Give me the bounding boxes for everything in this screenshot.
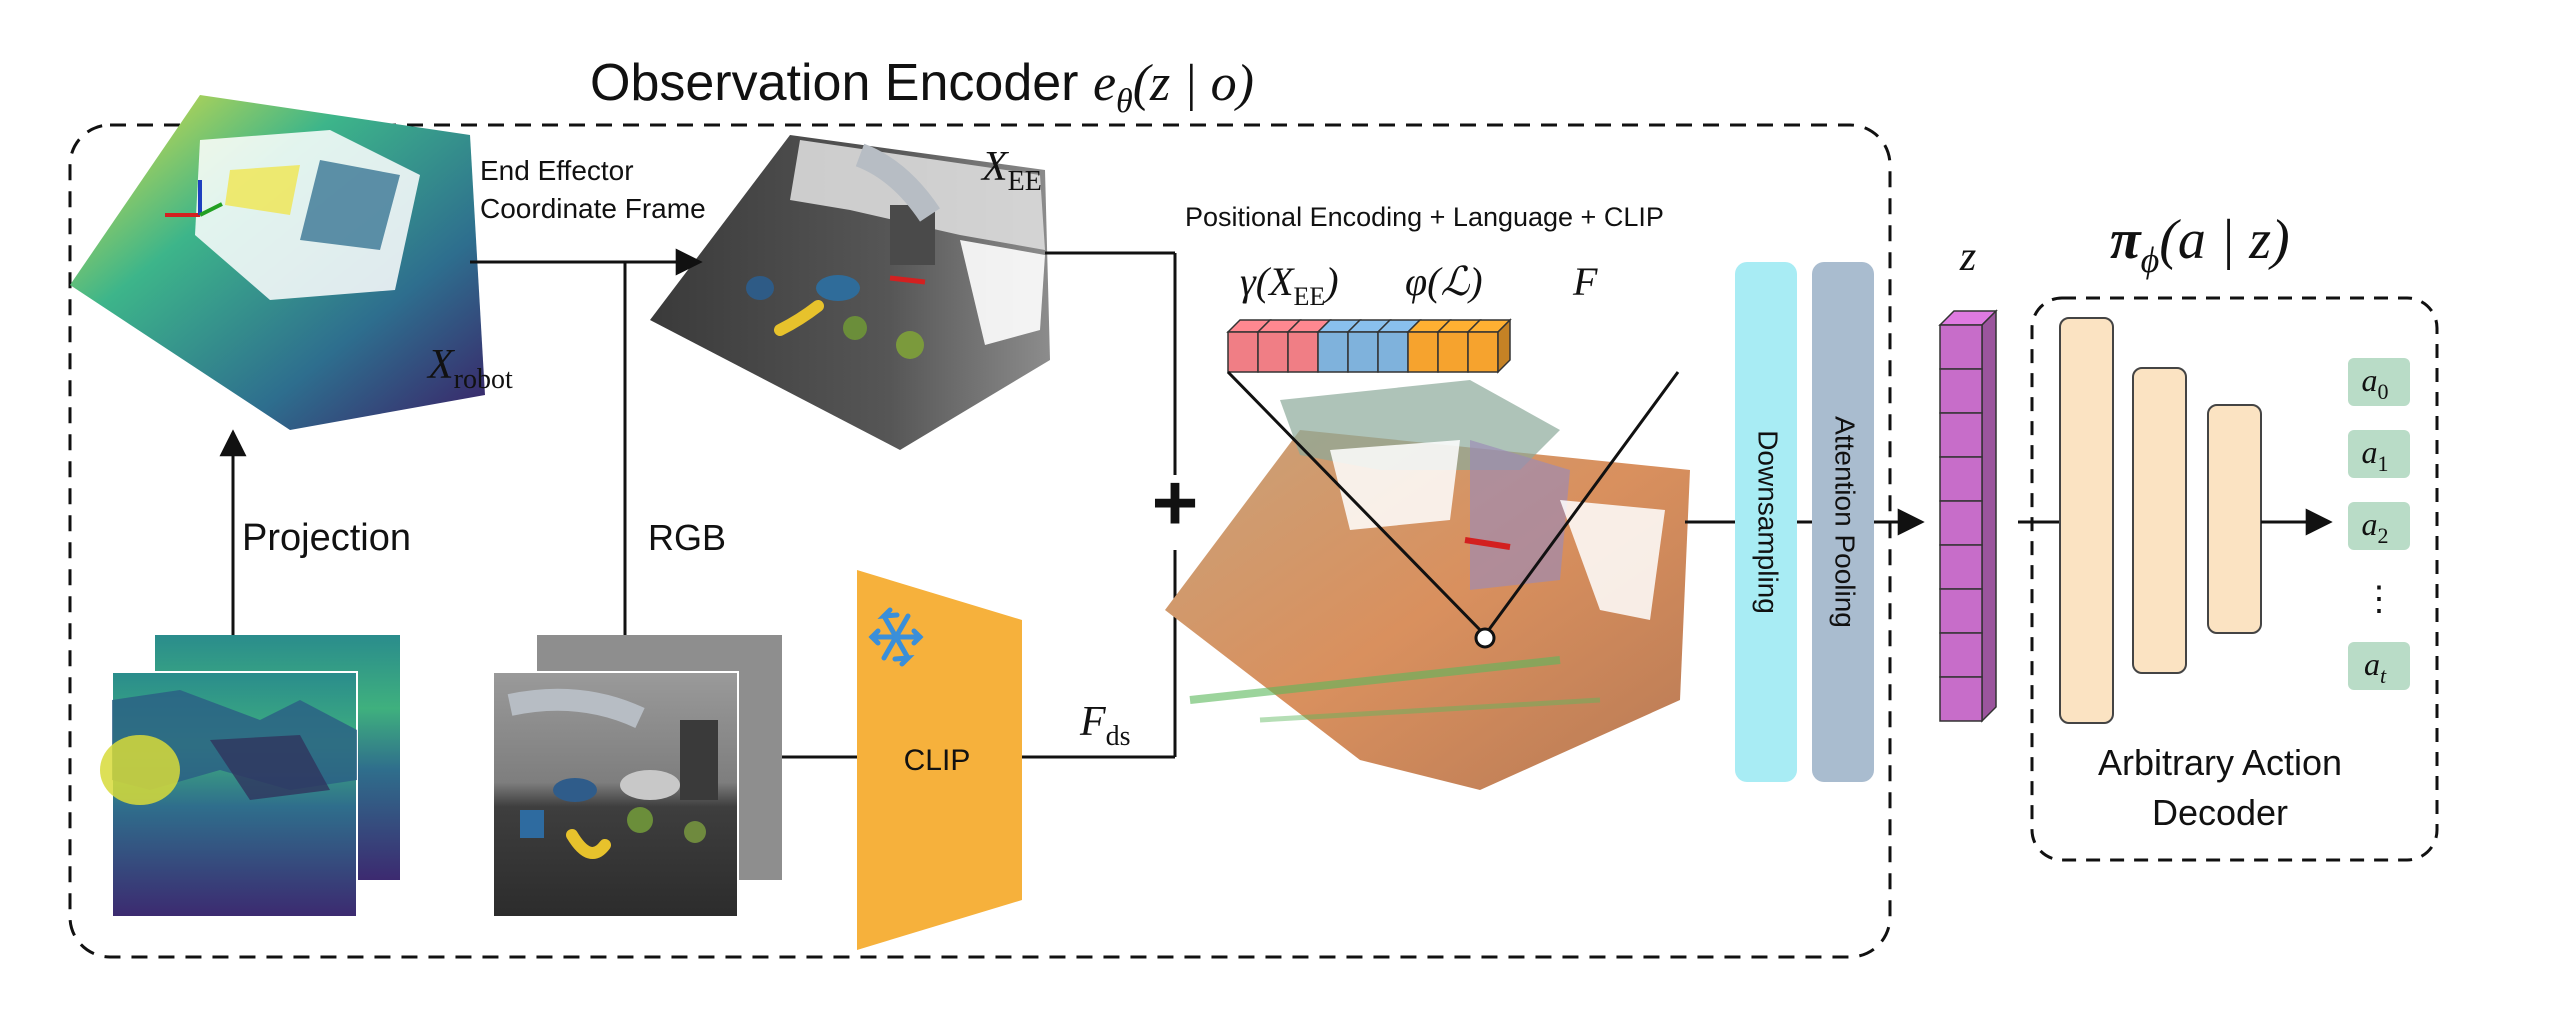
query-point [1474,627,1496,649]
feature-cell-pos-enc-1 [1227,331,1259,373]
z-vector-cell-1 [1939,324,1983,370]
z-label: z [1959,234,1976,280]
decoder-layer-3 [2207,404,2262,634]
ee-frame-label-line2: Coordinate Frame [480,193,706,224]
decoder-frame [2030,296,2439,862]
attention-pooling-label: Attention Pooling [1830,416,1861,628]
z-vector-cell-5 [1939,500,1983,546]
feature-cell-language-2 [1347,331,1379,373]
action-list: a0 a1 a2 ⋮ at [2348,358,2410,690]
feature-cell-pos-enc-3 [1287,331,1319,373]
phi-label: φ(ℒ) [1405,259,1483,304]
feature-cell-language-3 [1377,331,1409,373]
z-vector-cell-2 [1939,368,1983,414]
decoder-layer-2 [2132,367,2187,674]
robot-frame-point-cloud [70,95,485,430]
feature-cell-clip-feat-3 [1467,331,1499,373]
z-vector-cell-3 [1939,412,1983,458]
z-vector-cell-8 [1939,632,1983,678]
clip-label: CLIP [904,744,971,777]
action-label-t: at [2364,646,2387,688]
action-box-0 [2348,358,2410,406]
f-label: F [1572,259,1598,304]
decoder-layer-1 [2059,317,2114,724]
ee-frame-point-cloud [650,135,1050,450]
projection-label: Projection [242,517,411,559]
feature-vector-side [1497,318,1511,374]
f-ds-label: Fds [1079,699,1131,752]
downsampling-block [1735,262,1797,782]
action-label-1: a1 [2362,434,2389,476]
gamma-label: γ(XEE) [1240,259,1339,311]
depth-image-stack [100,635,400,918]
z-vector-cell-4 [1939,456,1983,502]
feature-vector [1226,318,1512,374]
plus-sign: + [1152,458,1199,547]
z-vector-side [1981,309,1997,723]
x-ee-label: XEE [980,144,1042,197]
policy-title: πϕ(a | z) [2110,209,2290,280]
z-vector-cell-6 [1939,544,1983,590]
action-ellipsis: ⋮ [2362,581,2396,618]
z-vector-cell-9 [1939,676,1983,722]
snowflake-icon [868,607,924,667]
clip-encoder: CLIP [857,570,1022,950]
downsampling-label: Downsampling [1753,430,1784,614]
action-box-1 [2348,430,2410,478]
action-box-t [2348,642,2410,690]
feature-cell-clip-feat-1 [1407,331,1439,373]
action-label-2: a2 [2362,506,2389,548]
action-box-2 [2348,502,2410,550]
rgb-image-stack [492,635,782,918]
decoder-caption-line2: Decoder [2152,792,2288,833]
x-robot-label: Xrobot [426,342,513,395]
feature-cell-pos-enc-2 [1257,331,1289,373]
encoder-title: Observation Encoder eθ(z | o) [590,54,1254,120]
rgb-label: RGB [648,517,726,558]
decoder-caption-line1: Arbitrary Action [2098,742,2342,783]
feature-cell-language-1 [1317,331,1349,373]
feature-point-cloud [1165,380,1690,790]
action-label-0: a0 [2362,362,2389,404]
features-title: Positional Encoding + Language + CLIP [1185,202,1664,232]
attention-pooling-block [1812,262,1874,782]
feature-cell-clip-feat-2 [1437,331,1469,373]
z-vector-cell-7 [1939,588,1983,634]
ee-frame-label-line1: End Effector [480,155,634,186]
z-latent-vector [1938,309,1998,723]
encoder-frame [68,123,1892,959]
